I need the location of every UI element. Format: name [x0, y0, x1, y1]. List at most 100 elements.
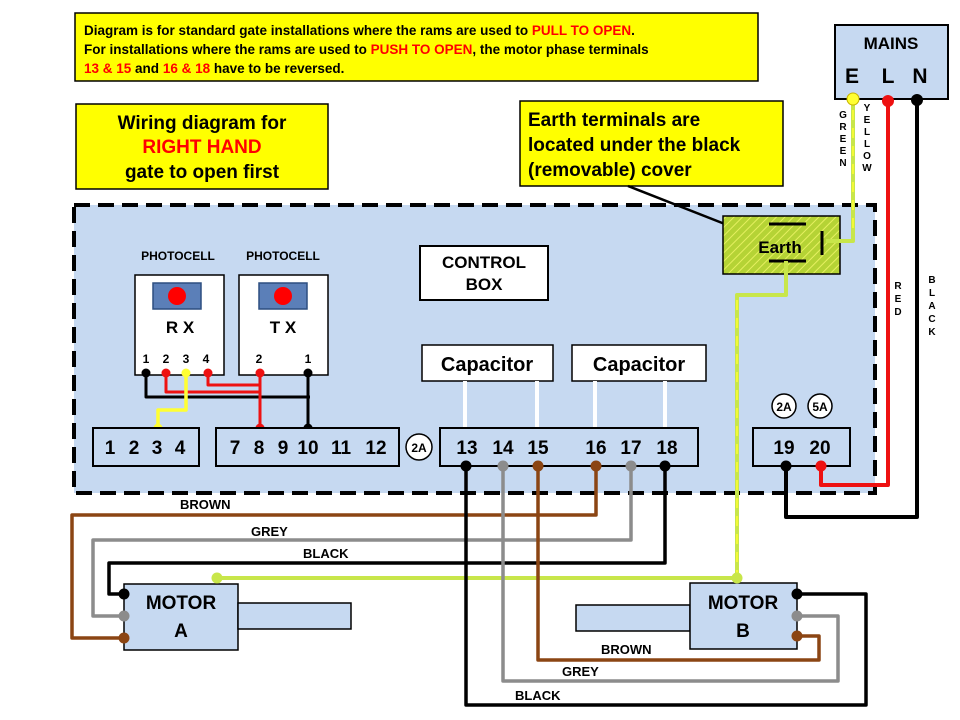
svg-text:K: K	[928, 327, 936, 338]
photocell-rx-name: R X	[166, 318, 195, 337]
motor-a-ram	[237, 602, 352, 630]
control-box-label-box	[419, 245, 549, 301]
wire-label-brown-bottom: BROWN	[601, 642, 652, 657]
fuse-5a-label: 5A	[812, 400, 828, 414]
svg-text:L: L	[929, 288, 935, 299]
svg-text:N: N	[839, 158, 846, 169]
earth-note-box	[519, 100, 784, 187]
photocell-rx-pin-2: 2	[163, 352, 170, 366]
fuse-left	[405, 433, 433, 461]
motor-b-grey-wire	[501, 466, 840, 683]
earth-note-arrow-shaft	[627, 184, 736, 230]
title-line-3: gate to open first	[125, 162, 280, 183]
yellow-letters: Y E L L O W	[862, 103, 872, 174]
mains-box	[834, 24, 949, 100]
terminal-12: 12	[365, 438, 386, 459]
photocell-rx-lens-icon	[168, 287, 186, 305]
terminal-block-13-18	[439, 427, 699, 467]
motor-earth-wire	[217, 261, 788, 580]
wire-label-grey-top: GREY	[251, 524, 288, 539]
capacitor-leads	[463, 381, 667, 427]
svg-text:E: E	[864, 115, 871, 126]
svg-text:W: W	[862, 163, 872, 174]
photocell-tx-name: T X	[270, 318, 297, 337]
photocell-rx-caption: PHOTOCELL	[141, 249, 215, 263]
photocell-rx-pin-1: 1	[143, 352, 150, 366]
motor-b-black-wire	[464, 466, 868, 707]
svg-text:G: G	[839, 110, 847, 121]
mains-title: MAINS	[864, 34, 919, 53]
green-letters: G R E E N	[839, 110, 847, 169]
photocell-tx-lens-icon	[274, 287, 292, 305]
svg-text:O: O	[863, 151, 871, 162]
svg-text:L: L	[864, 127, 870, 138]
terminal-8: 8	[254, 438, 265, 459]
fuse-2a	[771, 393, 797, 419]
svg-text:L: L	[864, 139, 870, 150]
earth-note-line-2: located under the black	[528, 135, 741, 156]
terminal-19: 19	[773, 438, 794, 459]
svg-text:E: E	[840, 134, 847, 145]
mains-live-wire	[819, 99, 890, 487]
wire-label-brown-top: BROWN	[180, 497, 231, 512]
motor-b-label-1: MOTOR	[708, 593, 779, 614]
mains-wiring	[217, 99, 919, 580]
control-box-label-line-1: CONTROL	[442, 253, 526, 272]
fuse-left-label: 2A	[411, 441, 427, 455]
motor-a-wiring	[70, 466, 667, 640]
terminal-block-7-12	[215, 427, 400, 467]
title-box	[75, 103, 329, 190]
capacitor-1	[421, 344, 554, 382]
motor-a-label-1: MOTOR	[146, 593, 217, 614]
mains-e-label: E	[845, 65, 859, 88]
mains-n-label: N	[912, 65, 927, 88]
photocell-tx-pin-2: 2	[256, 352, 263, 366]
terminal-13: 13	[456, 438, 477, 459]
photocell-tx-pin-1: 1	[305, 352, 312, 366]
earth-terminal-label: Earth	[758, 238, 801, 257]
capacitor-2-label: Capacitor	[593, 354, 685, 376]
terminal-3: 3	[152, 438, 163, 459]
terminal-11: 11	[331, 438, 352, 459]
wire-label-black-top: BLACK	[303, 546, 349, 561]
motor-a-grey-wire	[91, 466, 633, 618]
terminal-15: 15	[527, 438, 549, 459]
terminal-17: 17	[620, 438, 641, 459]
svg-text:B: B	[928, 275, 935, 286]
svg-text:R: R	[894, 281, 902, 292]
photocell-tx-caption: PHOTOCELL	[246, 249, 320, 263]
photocell-rx-pin-4: 4	[203, 352, 210, 366]
motor-b-brown-wire	[536, 466, 821, 662]
capacitor-2	[571, 344, 707, 382]
svg-text:C: C	[928, 314, 935, 325]
capacitor-1-label: Capacitor	[441, 354, 533, 376]
svg-text:R: R	[839, 122, 847, 133]
motor-a-black-wire	[107, 466, 667, 596]
terminal-4: 4	[175, 438, 186, 459]
terminal-10: 10	[297, 438, 318, 459]
photocell-rx-pin1-wire	[144, 373, 310, 399]
terminal-18: 18	[656, 438, 677, 459]
wire-label-black-bottom: BLACK	[515, 688, 561, 703]
motor-a-brown-wire	[70, 466, 598, 640]
note-line-2: For installations where the rams are use…	[84, 42, 649, 57]
note-line-1: Diagram is for standard gate installatio…	[84, 23, 635, 38]
mains-l-label: L	[882, 65, 895, 88]
terminal-block-19-20	[752, 427, 851, 467]
motor-a-label-2: A	[174, 621, 188, 642]
motor-b-ram	[575, 604, 691, 632]
red-letters: R E D	[894, 281, 902, 318]
photocell-rx-pin-3: 3	[183, 352, 190, 366]
terminal-20: 20	[809, 438, 830, 459]
photocell-wiring	[144, 373, 310, 428]
svg-text:E: E	[840, 146, 847, 157]
terminal-16: 16	[585, 438, 606, 459]
svg-text:Y: Y	[864, 103, 871, 114]
installation-note-box	[74, 12, 759, 82]
motor-b-wiring	[464, 466, 868, 707]
terminal-14: 14	[492, 438, 514, 459]
terminal-9: 9	[278, 438, 289, 459]
terminal-1: 1	[105, 438, 116, 459]
terminal-2: 2	[129, 438, 140, 459]
